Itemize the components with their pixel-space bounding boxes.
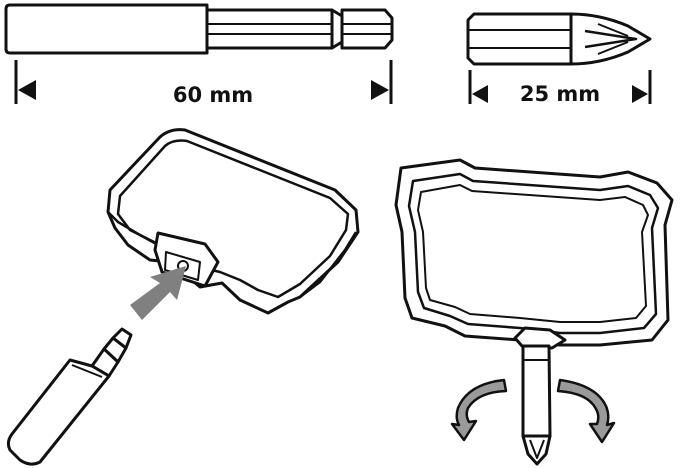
bit-length-dimension: 25 mm (468, 70, 652, 106)
phillips-bit-illustration (466, 12, 652, 66)
dimension-arrow-left-icon (18, 80, 36, 100)
insert-arrow-icon (130, 266, 186, 320)
dimension-arrow-left-icon (472, 85, 488, 103)
dimension-arrow-right-icon (371, 80, 389, 100)
case-handle-illustration (394, 158, 674, 466)
storage-case-illustration (106, 128, 360, 315)
dimension-arrow-right-icon (632, 85, 648, 103)
bit-length-label: 25 mm (520, 82, 600, 106)
holder-length-label: 60 mm (173, 83, 253, 107)
holder-length-dimension: 60 mm (14, 60, 393, 107)
rotate-arrows-icon (450, 378, 616, 444)
holder-in-hand-illustration (6, 327, 133, 466)
bit-holder-illustration (4, 3, 394, 55)
